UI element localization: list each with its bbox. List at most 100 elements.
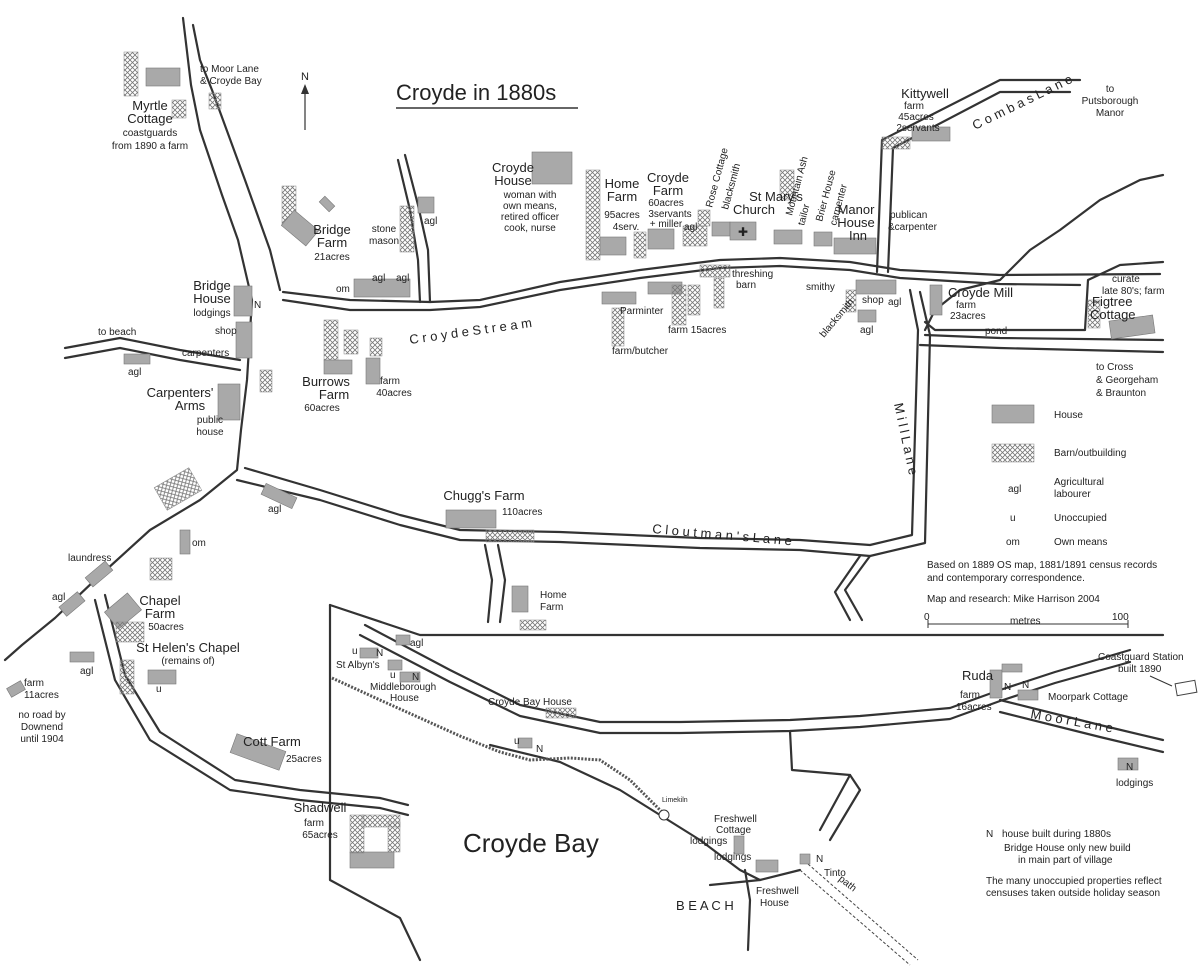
label-laundress: laundress <box>68 553 111 564</box>
house-om-west <box>179 529 191 555</box>
label-n-croyde-bay: N <box>536 744 543 755</box>
house-middleborough-2 <box>399 671 421 683</box>
label-to-croyde-bay: & Croyde Bay <box>200 76 262 87</box>
label-croyde-2: Croyde <box>647 170 689 185</box>
label-to-moor-lane: to Moor Lane <box>200 64 259 75</box>
roads <box>3 16 1165 966</box>
label-late-80s: late 80's; farm <box>1102 286 1165 297</box>
label-georgeham: & Georgeham <box>1096 375 1158 386</box>
label-stone: stone <box>372 224 397 235</box>
label-public: public <box>197 415 223 426</box>
note-unocc-1: The many unoccupied properties reflect <box>986 876 1162 887</box>
house-shop-east <box>855 279 897 295</box>
label-burrows-farm: Farm <box>319 387 349 402</box>
house-parminter <box>601 291 637 305</box>
barn-carpenters-arms <box>259 369 273 393</box>
label-bridge-farm-acres: 21acres <box>314 252 350 263</box>
street-croyde-stream: C r o y d e S t r e a m <box>408 315 532 347</box>
house-bridge-house <box>233 285 253 317</box>
house-chuggs <box>445 509 497 529</box>
label-kittywell: Kittywell <box>901 86 949 101</box>
label-to-putsborough: to <box>1106 84 1115 95</box>
label-croyde: Croyde <box>492 160 534 175</box>
road-stone-mason-lane-2 <box>403 153 432 304</box>
house-croyde-farm <box>647 228 675 250</box>
label-from-1890: from 1890 a farm <box>112 141 188 152</box>
label-coastguard-station: Coastguard Station <box>1098 652 1184 663</box>
barn-burrows <box>323 319 339 361</box>
label-lodgings-freshwell-2: lodgings <box>714 852 751 863</box>
legend-om-label: Own means <box>1054 537 1107 548</box>
label-n-ruda: N <box>1004 682 1011 693</box>
road-to-cross <box>918 343 1165 354</box>
scale-zero: 0 <box>924 612 930 623</box>
label-kittywell-acres: 45acres <box>898 112 934 123</box>
road-sea-wall <box>331 676 667 817</box>
legend: House Barn/outbuilding agl Agricultural … <box>991 404 1126 548</box>
label-ruda-acres: 16acres <box>956 702 992 713</box>
label-chuggs-farm: Chugg's Farm <box>443 488 524 503</box>
label-farm11: farm <box>24 678 44 689</box>
label-freshwell-house: Freshwell <box>756 886 799 897</box>
label-house: house <box>196 427 224 438</box>
label-carpenters: carpenters <box>182 348 229 359</box>
road-home-farm-lane-2 <box>496 543 507 624</box>
label-parminter: Parminter <box>620 306 664 317</box>
label-burrows: Burrows <box>302 374 350 389</box>
label-bridge-house: House <box>193 291 231 306</box>
house-myrtle-cottage <box>145 67 181 87</box>
label-agl-bay: agl <box>410 638 423 649</box>
label-croyde-mill-farm: farm <box>956 300 976 311</box>
label-farm40-acres: 40acres <box>376 388 412 399</box>
legend-agl-code: agl <box>1008 484 1021 495</box>
barn-shadwell-3 <box>387 821 401 853</box>
house-middleborough <box>387 659 403 671</box>
house-bridge-farm-2 <box>318 195 336 213</box>
barn-parminter <box>611 307 625 347</box>
credits-line-2: and contemporary correspondence. <box>927 573 1085 584</box>
house-agl-west <box>260 482 298 510</box>
road-main-street-south <box>281 264 1082 312</box>
label-threshing: threshing <box>732 269 773 280</box>
house-st-albyns <box>359 647 379 659</box>
label-farm40: farm <box>380 376 400 387</box>
label-bridge: Bridge <box>313 222 351 237</box>
road-beach-track <box>488 743 802 882</box>
street-beach: B E A C H <box>676 898 734 913</box>
label-publican: publican <box>890 210 927 221</box>
label-n-lodgings-moor: N <box>1126 762 1133 773</box>
label-to-cross: to Cross <box>1096 362 1133 373</box>
label-u-st-helens: u <box>156 684 162 695</box>
label-u-middle: u <box>390 670 396 681</box>
label-u-bay: u <box>352 646 358 657</box>
barn-home-farm <box>585 169 601 261</box>
label-arms: Arms <box>175 398 206 413</box>
legend-barn-label: Barn/outbuilding <box>1054 448 1126 459</box>
label-n-moorpark: N <box>1022 680 1029 691</box>
label-croyde-farm: Farm <box>653 183 683 198</box>
house-cott-farm <box>229 733 287 771</box>
label-manor-inn: Inn <box>849 228 867 243</box>
label-shadwell-farm: farm <box>304 818 324 829</box>
house-burrows <box>323 359 353 375</box>
barn-mountain-ash <box>779 169 795 201</box>
label-manor-house: House <box>837 215 875 230</box>
barn-stonemason <box>399 205 415 253</box>
road-north-croyde-bay <box>191 23 282 292</box>
label-kittywell-farm: farm <box>904 101 924 112</box>
label-ruda-farm: farm <box>960 690 980 701</box>
house-agl-lane <box>417 196 435 214</box>
label-lodgings-freshwell: lodgings <box>690 836 727 847</box>
road-south-west-chapel <box>93 598 410 817</box>
label-tailor: tailor <box>796 202 812 226</box>
barn-croyde-farm <box>633 231 647 259</box>
label-home: Home <box>605 176 640 191</box>
label-n-bay: N <box>376 648 383 659</box>
road-lane-south-central-2 <box>828 773 862 842</box>
road-mill-stream-east <box>923 173 1165 332</box>
credits: Based on 1889 OS map, 1881/1891 census r… <box>924 560 1157 628</box>
house-st-marys-church <box>729 221 757 241</box>
house-st-helens-u <box>147 669 177 685</box>
house-agl-chapel <box>58 591 86 617</box>
